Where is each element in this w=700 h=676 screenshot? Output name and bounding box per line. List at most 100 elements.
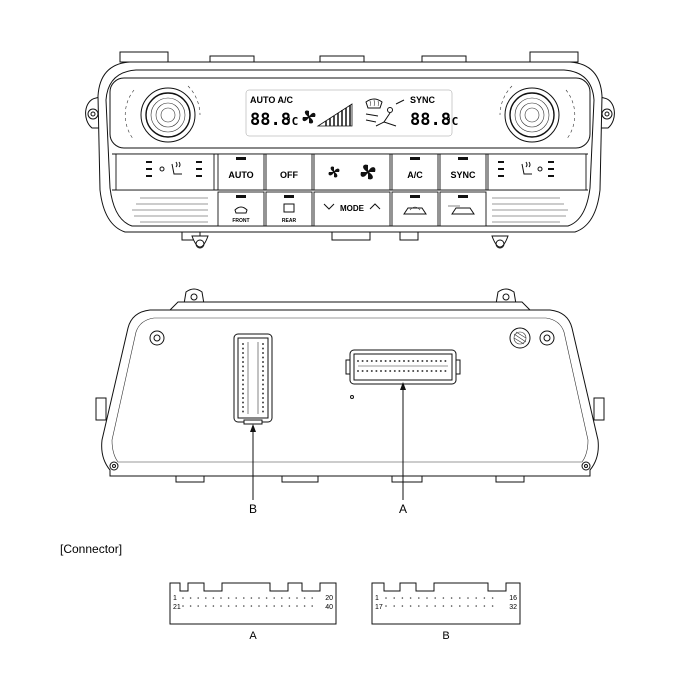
pin-dot	[242, 365, 244, 368]
pin-dot	[393, 597, 396, 599]
pin-dot	[444, 370, 447, 372]
pin-dot	[262, 406, 264, 408]
pin-dot	[366, 370, 369, 372]
pin-dot	[421, 360, 424, 362]
auto-ac-indicator: AUTO A/C	[250, 95, 294, 105]
pin-dot	[412, 370, 415, 372]
pin-dot	[403, 360, 405, 362]
pin-dot	[281, 597, 283, 599]
pin-dot	[242, 383, 244, 386]
connector-a-label: A	[249, 630, 257, 642]
recirculation-button[interactable]	[391, 191, 439, 227]
pin-dot	[442, 605, 445, 607]
pin-dot	[467, 605, 469, 607]
pin-dot	[450, 597, 453, 599]
pin-dot	[189, 597, 192, 599]
connector-b-pin-17: 17	[375, 604, 383, 611]
fan-icon	[302, 110, 316, 124]
pin-dot	[235, 597, 237, 599]
pin-dot	[450, 605, 453, 607]
pin-dot	[434, 605, 437, 607]
pin-dot	[262, 392, 264, 395]
pin-dot	[401, 605, 404, 607]
seat-icon	[171, 161, 182, 175]
pin-dot	[361, 370, 364, 372]
pin-dot	[262, 374, 264, 377]
screw-boss-bottom-left	[109, 461, 119, 471]
pin-dot	[182, 605, 184, 607]
pin-dot	[403, 370, 405, 372]
pin-dot	[182, 597, 184, 599]
pin-dot	[212, 597, 215, 599]
fresh-air-button[interactable]	[439, 191, 487, 227]
temperature-unit-right: °C	[445, 115, 458, 128]
ac-button[interactable]: A/C	[391, 153, 439, 191]
pin-dot	[430, 360, 433, 362]
recirculation-car-icon	[403, 206, 427, 215]
callout-b: B	[249, 424, 257, 516]
seat-heater-button-right[interactable]	[487, 153, 587, 191]
pin-dot	[262, 365, 264, 368]
sync-button-label: SYNC	[450, 170, 476, 180]
mode-button-label: MODE	[340, 204, 365, 213]
pin-dot	[242, 374, 244, 377]
fan-speed-button[interactable]	[313, 153, 391, 191]
pin-dot	[389, 370, 392, 372]
mode-up-icon	[369, 203, 381, 210]
fan-high-icon	[360, 164, 376, 180]
pin-dot	[258, 597, 260, 599]
pin-dot	[426, 360, 428, 362]
pin-dot	[384, 370, 387, 372]
sync-button[interactable]: SYNC	[439, 153, 487, 191]
pin-dot	[311, 605, 314, 607]
rear-defrost-button[interactable]: REAR	[265, 191, 313, 227]
pin-dot	[273, 597, 276, 599]
rear-connector-a	[345, 349, 461, 385]
pin-dot	[212, 605, 215, 607]
pin-dot	[398, 370, 401, 372]
connector-a-pin-1: 1	[173, 595, 177, 602]
pin-dot	[401, 597, 404, 599]
pin-dot	[220, 605, 222, 607]
seat-heater-button-left[interactable]	[115, 153, 215, 191]
pin-dot	[262, 379, 264, 381]
pin-dot	[242, 352, 244, 354]
pin-dot	[412, 360, 415, 362]
pin-dot	[262, 388, 264, 390]
pin-dot	[250, 605, 253, 607]
mode-button[interactable]: MODE	[313, 191, 391, 227]
ac-button-label: A/C	[407, 170, 423, 180]
pin-dot	[416, 360, 419, 362]
connector-b-pin-32: 32	[509, 604, 517, 611]
pin-dot	[205, 605, 207, 607]
pin-dot	[262, 347, 264, 350]
rear-defrost-label: REAR	[282, 218, 297, 224]
pin-dot	[434, 597, 437, 599]
pin-dot	[426, 597, 428, 599]
pin-dot	[262, 356, 264, 359]
pin-dot	[197, 605, 199, 607]
off-button[interactable]: OFF	[265, 153, 313, 191]
fan-speed-bar-icon	[316, 103, 353, 127]
pin-dot	[398, 360, 401, 362]
temperature-knob-right[interactable]	[499, 85, 575, 143]
pin-dot	[265, 597, 268, 599]
front-defrost-button[interactable]: FRONT	[217, 191, 265, 227]
off-button-label: OFF	[280, 170, 298, 180]
mounting-foot-right	[491, 235, 509, 249]
pin-dot	[380, 370, 382, 372]
pin-dot	[475, 597, 478, 599]
connector-b-label: B	[442, 630, 449, 642]
pin-dot	[242, 361, 244, 363]
pin-dot	[491, 597, 494, 599]
pin-dot	[296, 605, 298, 607]
pin-dot	[357, 370, 359, 372]
pin-dot	[288, 605, 291, 607]
temperature-readout-left: 88.8	[250, 110, 291, 130]
pin-dot	[370, 360, 373, 362]
callout-a: A	[399, 382, 407, 516]
pin-dot	[303, 605, 306, 607]
temperature-knob-left[interactable]	[125, 85, 201, 143]
fan-low-icon	[328, 166, 340, 178]
auto-button[interactable]: AUTO	[217, 153, 265, 191]
